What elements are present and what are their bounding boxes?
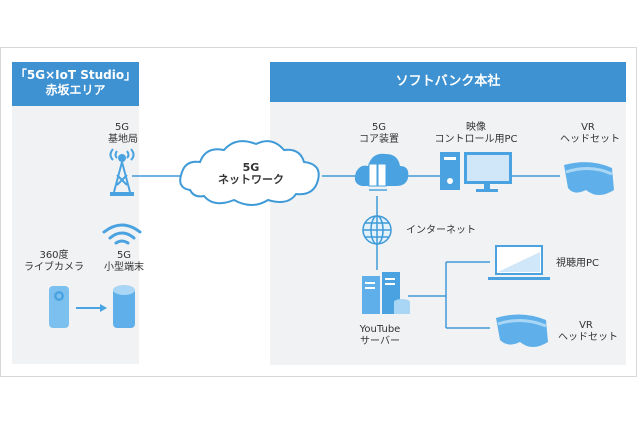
internet-label: インターネット <box>406 225 476 236</box>
studio-title: 「5G×IoT Studio」 <box>14 68 137 82</box>
softbank-hq-panel: ソフトバンク本社 <box>270 62 626 365</box>
wifi-icon <box>102 223 142 245</box>
cloud-icon <box>179 140 320 206</box>
softbank-hq-header: ソフトバンク本社 <box>270 62 626 102</box>
cloud-server-icon <box>354 153 409 191</box>
vr-headset-icon <box>564 162 614 195</box>
server-icon <box>362 272 410 314</box>
camera-icon <box>49 286 69 328</box>
desktop-pc-icon <box>440 152 512 192</box>
viewer-pc-label: 視聴用PC <box>556 258 600 269</box>
vr-headset-bottom-icon <box>496 314 548 347</box>
akasaka-area-header: 「5G×IoT Studio」 赤坂エリア <box>12 62 139 106</box>
laptop-icon <box>488 245 550 280</box>
small-terminal-icon <box>113 285 135 328</box>
control-pc-label: 映像コントロール用PC <box>434 122 518 145</box>
antenna-tower-icon <box>109 148 135 196</box>
camera-label: 360度ライブカメラ <box>24 250 84 273</box>
arrow-icon <box>76 304 107 312</box>
globe-icon <box>362 215 392 245</box>
area-title: 赤坂エリア <box>45 83 106 97</box>
akasaka-area-panel: 「5G×IoT Studio」 赤坂エリア <box>12 62 139 364</box>
